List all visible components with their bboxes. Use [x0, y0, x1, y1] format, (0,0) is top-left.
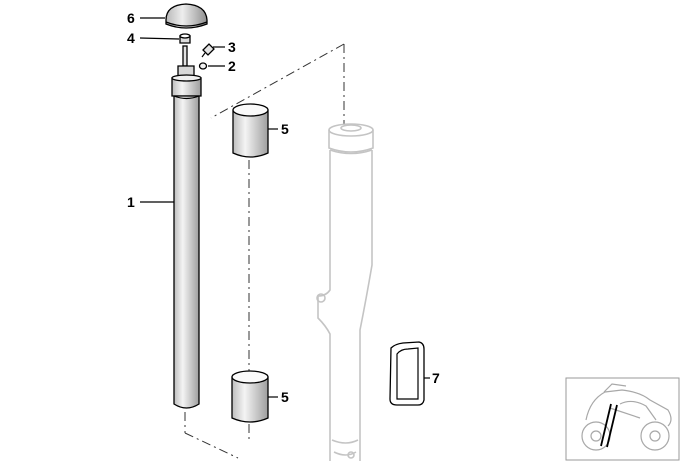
callout-4: 4: [127, 30, 135, 46]
part-2-o-ring[interactable]: [198, 62, 208, 70]
callout-5-upper: 5: [281, 121, 289, 137]
part-5-upper-bushing[interactable]: [232, 103, 269, 158]
callout-2: 2: [228, 58, 236, 74]
part-3-screw[interactable]: [201, 43, 215, 58]
fork-slider-outline: [316, 123, 374, 461]
part-4-nut[interactable]: [179, 33, 191, 44]
leader-lines: [139, 17, 430, 398]
callout-6: 6: [127, 10, 135, 26]
callout-labels: 6 4 3 2 5 1 5 7: [127, 10, 440, 405]
assembly-line-upper: [210, 43, 345, 372]
callout-3: 3: [228, 39, 236, 55]
assembly-line-lower: [184, 412, 250, 459]
callout-1: 1: [127, 194, 135, 210]
callout-5-lower: 5: [281, 389, 289, 405]
callout-7: 7: [432, 370, 440, 386]
part-5-lower-bushing[interactable]: [231, 370, 269, 423]
fork-highlight-marker: [600, 403, 618, 448]
locator-inset: [565, 377, 680, 461]
part-1-fork-tube[interactable]: [171, 45, 202, 409]
part-6-cap[interactable]: [165, 3, 208, 29]
part-7-reflector[interactable]: [389, 341, 425, 406]
